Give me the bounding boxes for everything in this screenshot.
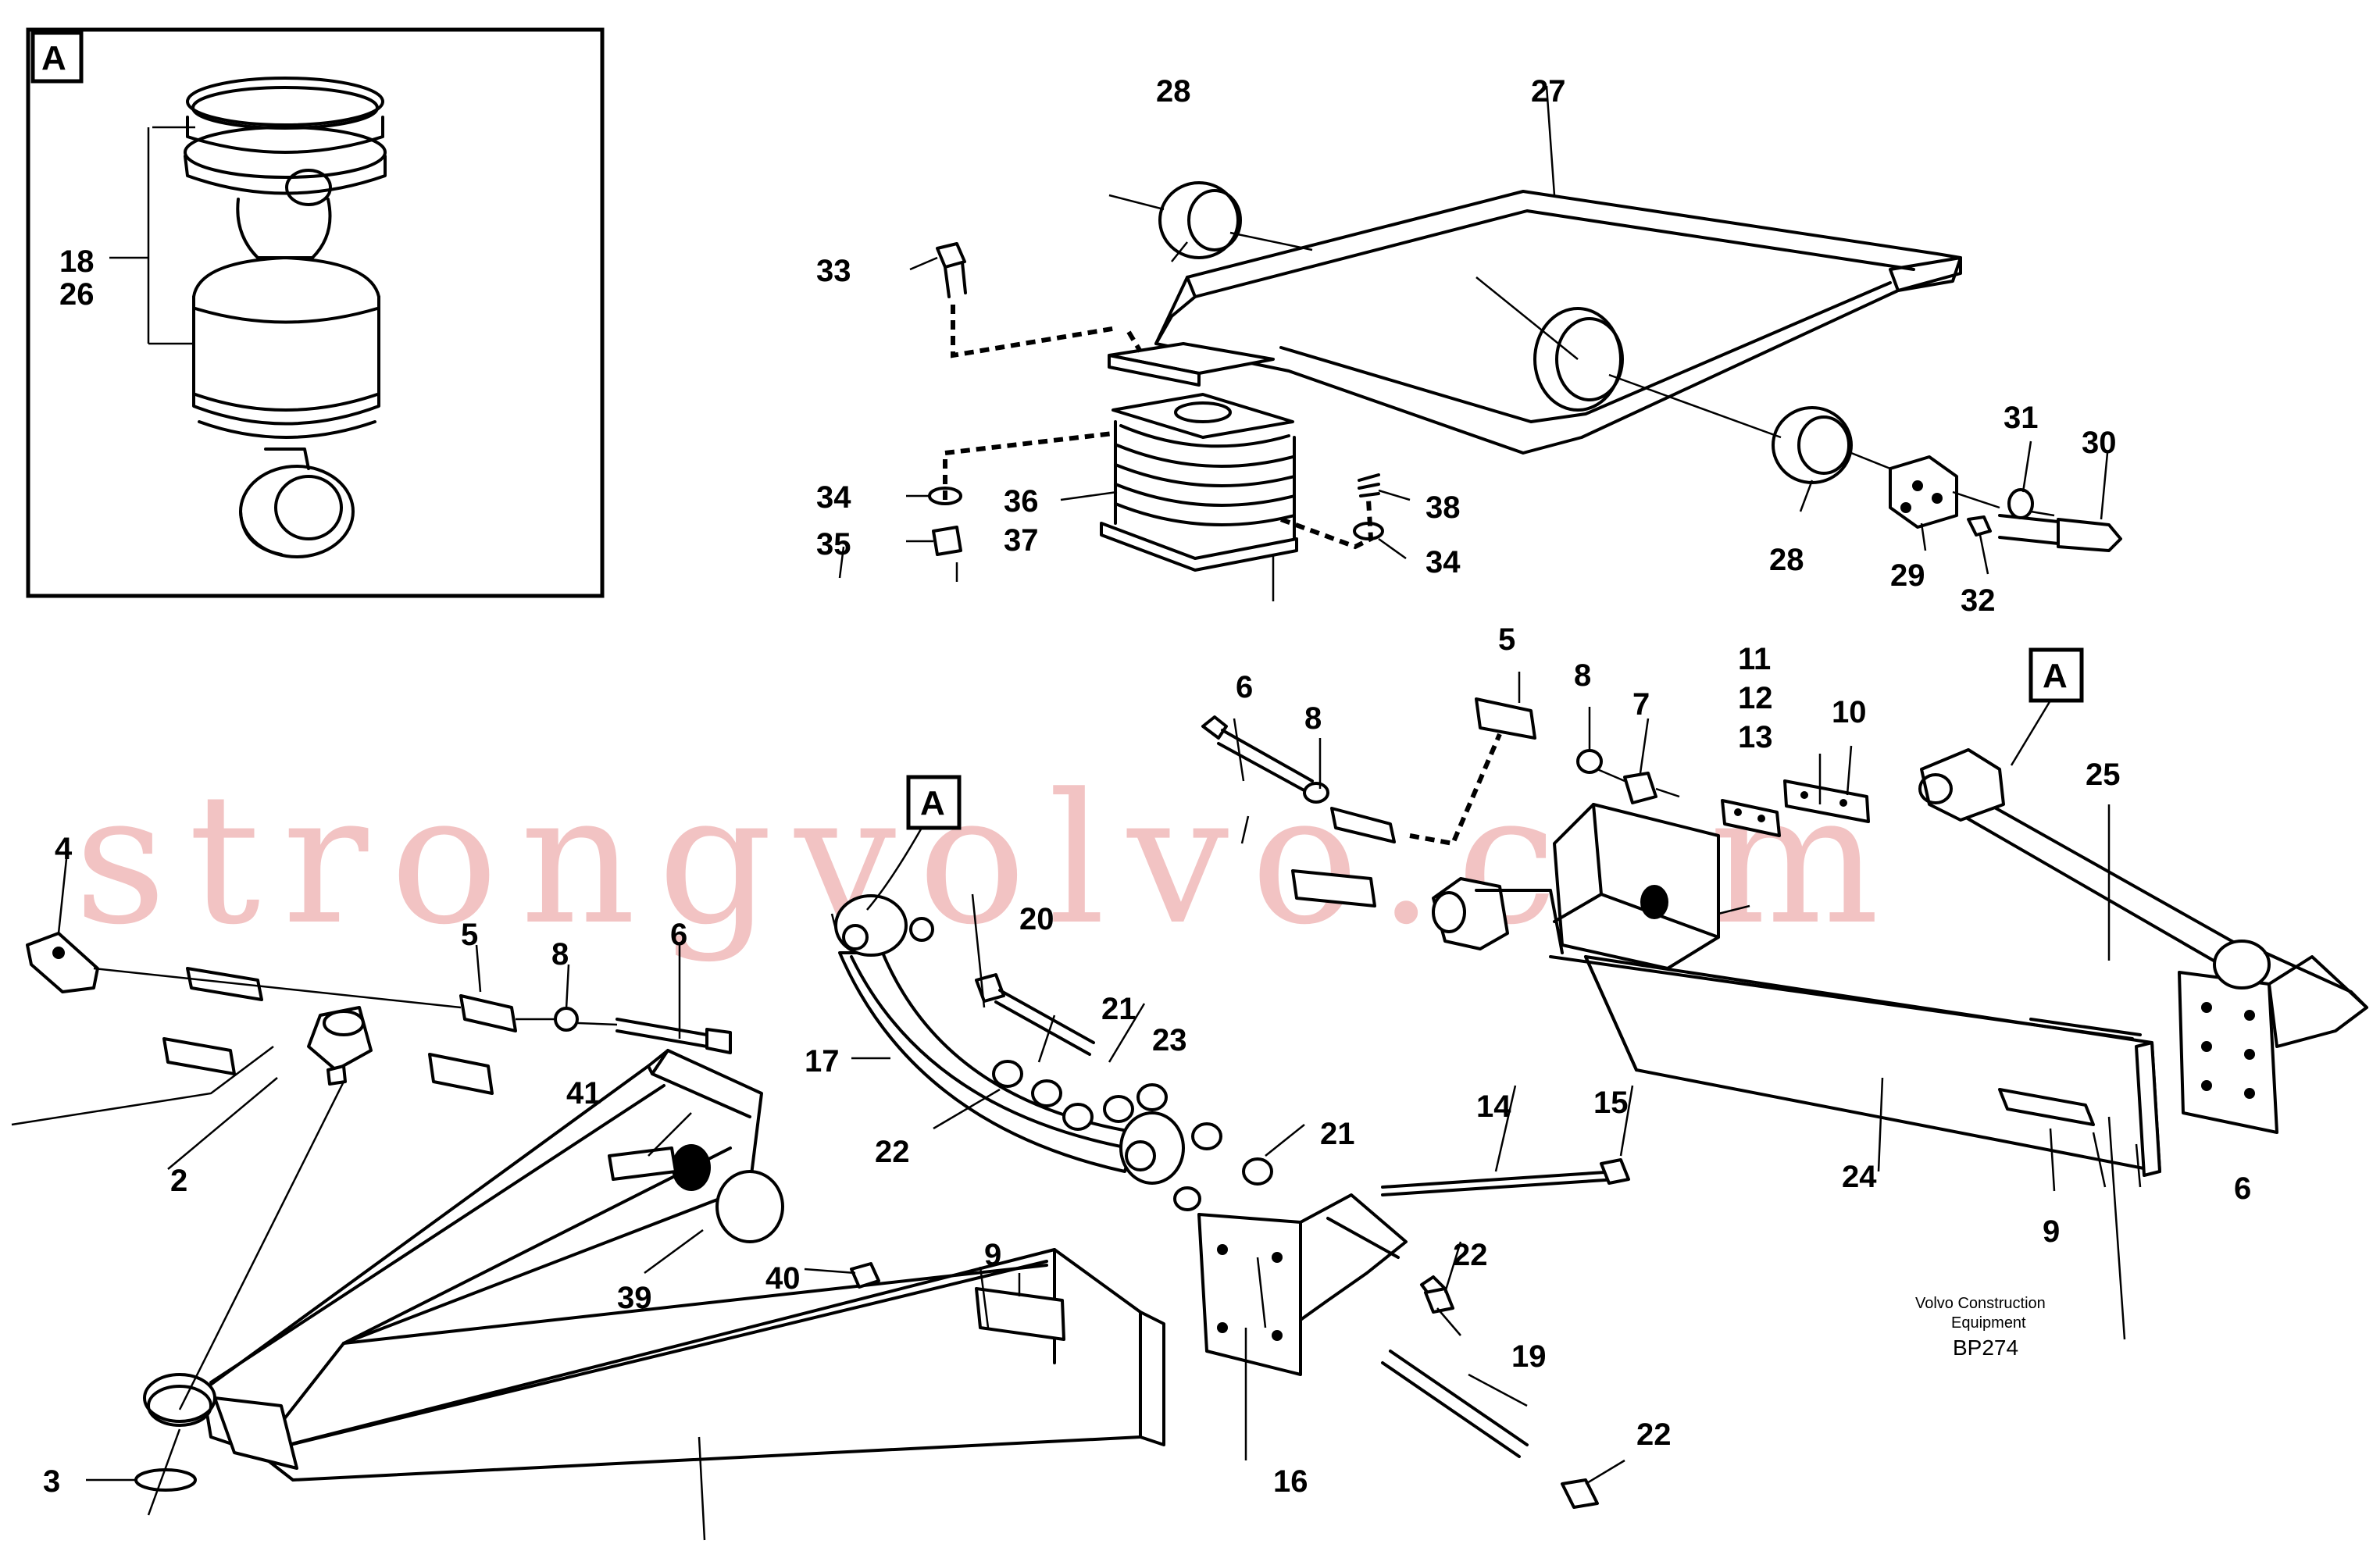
part-number-13: 13: [1738, 720, 1773, 754]
part-number-4: 4: [55, 832, 73, 866]
part-number-28: 28: [1156, 74, 1191, 109]
detail-a: A 18 26: [26, 27, 605, 598]
part-number-11: 11: [1738, 642, 1771, 676]
part-number-41: 41: [566, 1076, 601, 1111]
svg-text:Volvo Construction: Volvo Construction: [1915, 1295, 2046, 1312]
part-label-26: 26: [59, 277, 95, 312]
part-number-29: 29: [1890, 558, 1925, 593]
part-labels: 1 2 3 4 5 5 6 6 6 7 8 8 8 9 9 10 11 12 1…: [43, 74, 2251, 1544]
part-number-33: 33: [816, 254, 851, 288]
part-number-14: 14: [1476, 1089, 1511, 1124]
part-number-21: 21: [1101, 992, 1136, 1026]
part-number-36: 36: [1004, 484, 1039, 519]
part-number-27: 27: [1531, 74, 1566, 109]
part-number-28: 28: [1769, 543, 1804, 577]
part-number-7: 7: [1632, 687, 1650, 722]
part-number-19: 19: [1511, 1339, 1547, 1374]
part-number-37: 37: [1004, 523, 1039, 558]
part-number-15: 15: [1593, 1086, 1629, 1120]
part-number-25: 25: [2086, 758, 2121, 792]
curved-arm: [834, 894, 1273, 1211]
part-number-6: 6: [2234, 1171, 2251, 1206]
detail-a-label: A: [41, 39, 66, 77]
callout-a-right: A: [2010, 647, 2084, 766]
part-number-31: 31: [2004, 401, 2039, 435]
svg-text:A: A: [920, 784, 945, 822]
part-number-6: 6: [670, 918, 687, 952]
part-number-6: 6: [1236, 670, 1253, 704]
cross-member-assembly: [838, 181, 2122, 601]
part-number-16: 16: [1273, 1464, 1308, 1499]
part-number-32: 32: [1961, 583, 1996, 618]
part-number-9: 9: [2043, 1214, 2060, 1249]
part-number-9: 9: [984, 1238, 1001, 1272]
detail-a-tag: [30, 30, 84, 84]
part-number-17: 17: [805, 1044, 840, 1079]
part-number-21: 21: [1320, 1117, 1355, 1151]
publisher-credit: Volvo Construction Equipment BP274: [1915, 1295, 2046, 1360]
detail-a-frame: [26, 27, 605, 598]
part-number-3: 3: [43, 1464, 60, 1499]
part-number-8: 8: [1304, 701, 1322, 736]
part-number-22: 22: [875, 1135, 910, 1169]
part-number-34: 34: [1426, 545, 1461, 579]
part-number-22: 22: [1636, 1417, 1672, 1452]
a-frame-assembly: [11, 932, 1165, 1516]
part-label-18: 18: [59, 244, 95, 279]
part-number-12: 12: [1738, 681, 1773, 715]
part-number-22: 22: [1453, 1238, 1488, 1272]
part-number-8: 8: [551, 937, 569, 972]
part-number-30: 30: [2082, 426, 2117, 460]
part-number-23: 23: [1152, 1023, 1187, 1057]
part-number-40: 40: [765, 1261, 801, 1296]
ball-joint-assembly: [184, 77, 387, 558]
part-number-20: 20: [1019, 902, 1054, 936]
part-number-5: 5: [1498, 622, 1515, 657]
part-number-1: 1: [695, 1542, 712, 1544]
callout-a-middle: A: [866, 775, 962, 911]
drawing-code: BP274: [1953, 1335, 2018, 1360]
part-number-39: 39: [617, 1281, 652, 1315]
part-number-5: 5: [461, 918, 478, 952]
part-number-35: 35: [816, 527, 851, 562]
svg-text:Equipment: Equipment: [1951, 1314, 2026, 1332]
right-trailing-arm: [1197, 697, 2368, 1509]
part-number-8: 8: [1574, 658, 1591, 693]
part-number-34: 34: [816, 480, 851, 515]
svg-text:A: A: [2043, 657, 2068, 695]
part-number-24: 24: [1842, 1160, 1877, 1194]
part-number-10: 10: [1832, 695, 1867, 729]
part-number-38: 38: [1426, 490, 1461, 525]
part-number-2: 2: [170, 1164, 187, 1198]
